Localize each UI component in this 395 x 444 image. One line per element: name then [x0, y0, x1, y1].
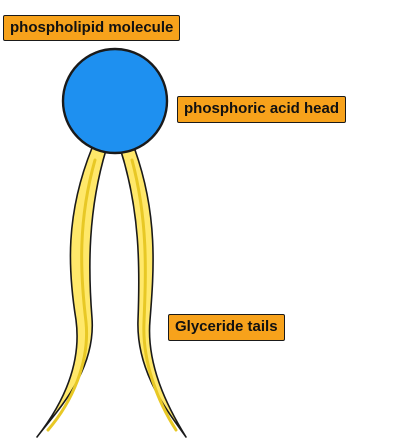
label-phospholipid-molecule: phospholipid molecule — [3, 15, 180, 41]
right-glyceride-tail — [120, 148, 186, 437]
label-phosphoric-acid-head: phosphoric acid head — [177, 96, 346, 123]
phosphoric-acid-head — [63, 49, 167, 153]
label-glyceride-tails: Glyceride tails — [168, 314, 285, 341]
left-glyceride-tail — [37, 148, 106, 437]
